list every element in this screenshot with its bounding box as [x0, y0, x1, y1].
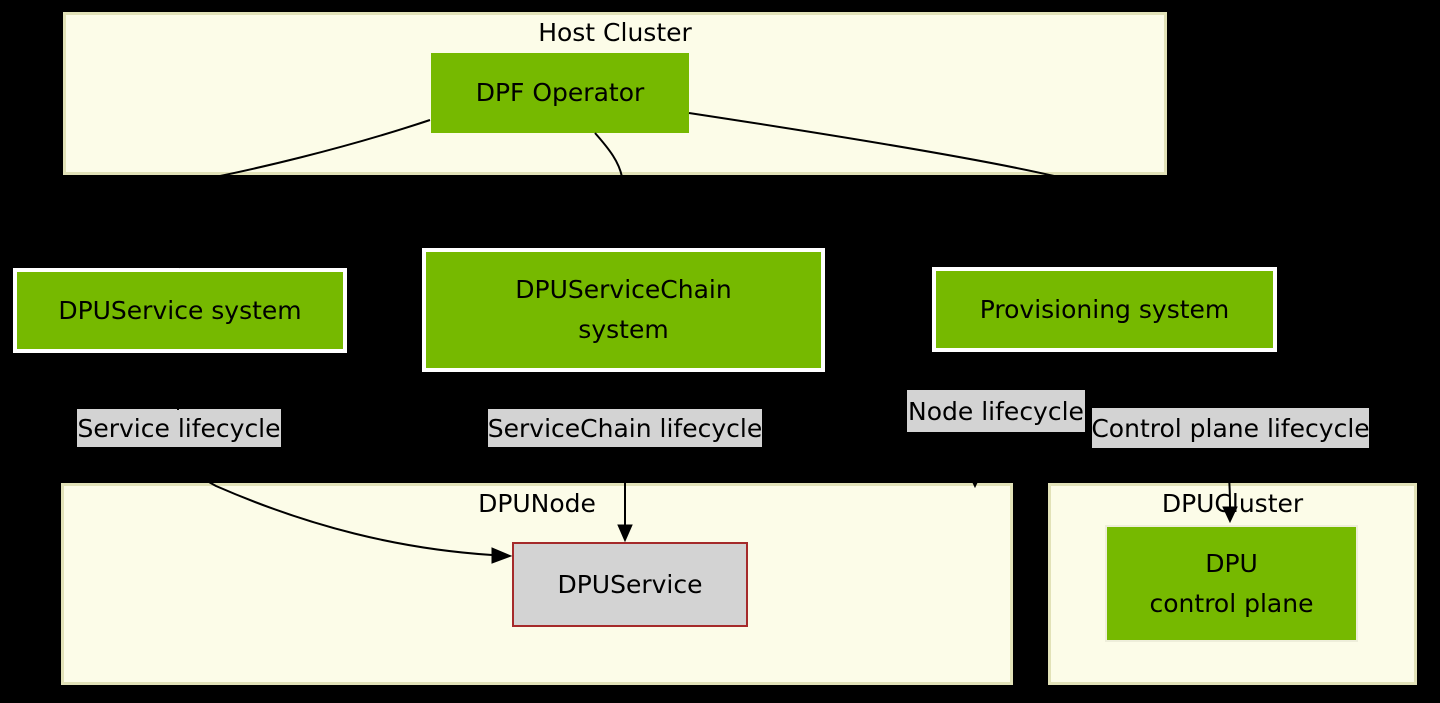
edge-label-servicechain-lifecycle: ServiceChain lifecycle — [488, 409, 762, 447]
node-dpu-service-chain-system: DPUServiceChain system — [422, 248, 825, 372]
edge-label-service-lifecycle: Service lifecycle — [77, 409, 281, 447]
edge-label-service-lifecycle-text: Service lifecycle — [77, 413, 281, 443]
node-dpu-control-plane-label-line2: control plane — [1149, 588, 1314, 618]
node-provisioning-system: Provisioning system — [932, 267, 1277, 352]
node-provisioning-system-label: Provisioning system — [979, 294, 1230, 324]
cluster-dpu-node-title: DPUNode — [478, 489, 596, 518]
edge-provisioning-to-node-label — [1016, 354, 1054, 390]
node-dpf-operator-label: DPF Operator — [475, 78, 645, 107]
edge-label-servicechain-lifecycle-text: ServiceChain lifecycle — [487, 413, 763, 443]
node-dpu-service: DPUService — [512, 542, 748, 627]
edge-label-control-plane-lifecycle: Control plane lifecycle — [1091, 408, 1370, 448]
edge-label-node-lifecycle: Node lifecycle — [907, 390, 1085, 432]
node-dpu-service-chain-system-label-line1: DPUServiceChain — [515, 275, 732, 304]
cluster-host-title: Host Cluster — [538, 18, 692, 47]
node-dpu-service-system-label: DPUService system — [58, 295, 302, 325]
node-dpu-control-plane-label-line1: DPU — [1205, 548, 1258, 578]
cluster-dpu-cluster-title: DPUCluster — [1161, 489, 1304, 518]
node-dpf-operator: DPF Operator — [431, 53, 689, 133]
edge-label-node-lifecycle-text: Node lifecycle — [908, 396, 1084, 426]
edge-node-lifecycle-to-dpunode — [975, 432, 987, 473]
edge-provisioning-to-controlplane-label — [1151, 355, 1201, 407]
edge-chain-system-to-label — [623, 373, 626, 410]
node-dpu-service-system: DPUService system — [13, 268, 347, 353]
edge-label-control-plane-lifecycle-text: Control plane lifecycle — [1091, 413, 1370, 443]
node-dpu-service-label: DPUService — [557, 570, 703, 599]
node-dpu-service-chain-system-label-line2: system — [578, 315, 669, 344]
node-dpu-control-plane: DPU control plane — [1105, 525, 1358, 642]
